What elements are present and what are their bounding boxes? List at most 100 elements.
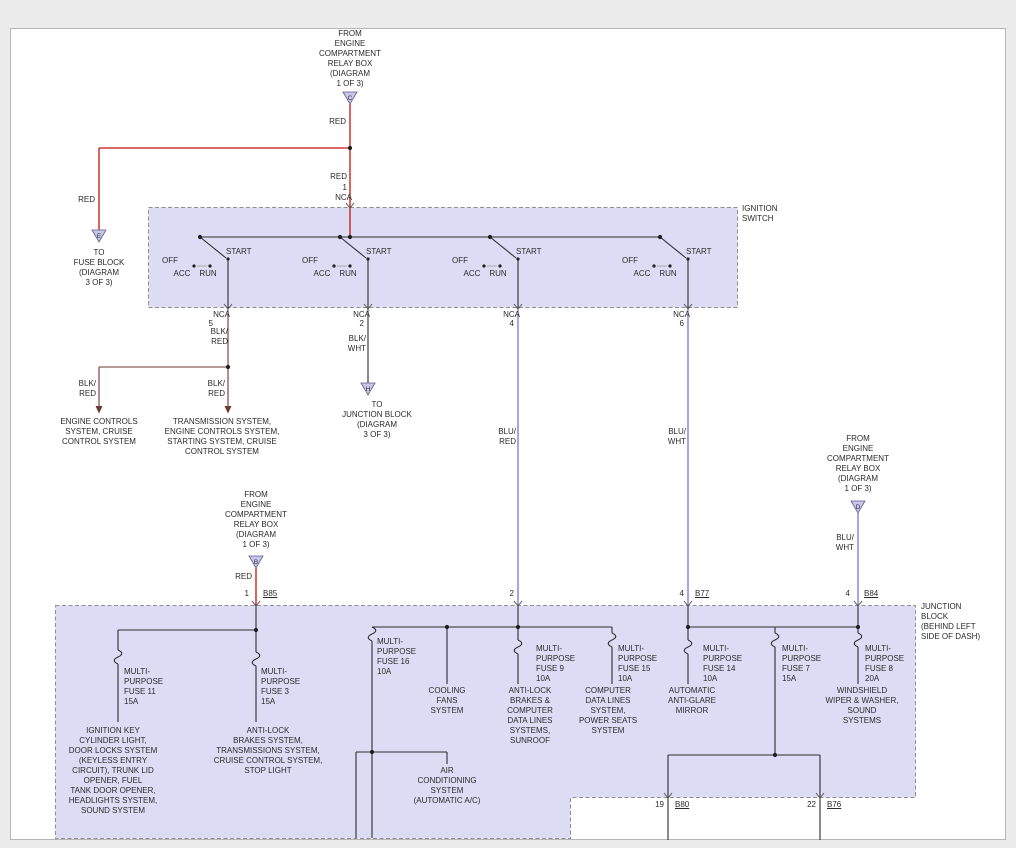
load-cooling-fans: COOLING FANS SYSTEM <box>428 686 466 715</box>
load-data-lines-seats: COMPUTER DATA LINES SYSTEM, POWER SEATS … <box>578 686 638 735</box>
load-air-conditioning: AIR CONDITIONING SYSTEM (AUTOMATIC A/C) <box>413 766 481 805</box>
fuse-15-label: MULTI- PURPOSE FUSE 15 10A <box>618 644 658 683</box>
exit-b76-pin: 22 <box>807 800 816 809</box>
dest-transmission: TRANSMISSION SYSTEM, ENGINE CONTROLS SYS… <box>164 417 280 456</box>
note-to-fuse-block: TO FUSE BLOCK (DIAGRAM 3 OF 3) <box>73 248 125 287</box>
fuse-9-label: MULTI- PURPOSE FUSE 9 10A <box>536 644 576 683</box>
blk-red-wires <box>98 308 229 406</box>
ignition-feed-nca: NCA <box>335 193 352 202</box>
triangle-letter-d: D <box>856 504 861 511</box>
switch4-acc-label: ACC <box>633 269 651 278</box>
entry-b84-connector: B84 <box>864 589 879 598</box>
load-abs-data-lines: ANTI-LOCK BRAKES & COMPUTER DATA LINES S… <box>507 686 553 745</box>
entry-b84-pin: 4 <box>845 589 850 598</box>
output2-nca: NCA <box>353 310 370 319</box>
fuse-8-label: MULTI- PURPOSE FUSE 8 20A <box>865 644 905 683</box>
fuse-7-symbol <box>770 632 780 648</box>
junction-block-wires <box>117 605 859 840</box>
split-right-wire-color: BLK/ RED <box>207 379 225 398</box>
wire-label-red-left-branch: RED <box>78 195 95 204</box>
exit-b76-connector: B76 <box>827 800 842 809</box>
entry-2-pin: 2 <box>509 589 514 598</box>
load-anti-glare-mirror: AUTOMATIC ANTI-GLARE MIRROR <box>667 686 717 715</box>
border-connector-chevrons <box>223 202 863 799</box>
switch1-acc-label: ACC <box>173 269 191 278</box>
fuse-7-label: MULTI- PURPOSE FUSE 7 15A <box>782 644 822 683</box>
wire-label-red-top: RED <box>329 117 346 126</box>
destination-arrowheads <box>95 406 232 414</box>
junction-block-box <box>55 605 916 839</box>
output1-wire-color: BLK/ RED <box>210 327 228 346</box>
fuse-9-symbol <box>513 639 523 655</box>
output2-pin: 2 <box>359 319 364 328</box>
fuse-16-symbol <box>367 626 377 642</box>
entry-b77-connector: B77 <box>695 589 710 598</box>
switch3-acc-label: ACC <box>463 269 481 278</box>
triangle-letter-h: H <box>366 386 371 393</box>
ignition-switch-wires <box>199 236 689 383</box>
output3-wire-color: BLU/ RED <box>498 427 516 446</box>
output4-wire-color: BLU/ WHT <box>667 427 686 446</box>
triangle-letter-c: C <box>348 95 353 102</box>
switch1-start-label: START <box>226 247 252 256</box>
red-wires <box>98 104 351 605</box>
switch3-run-label: RUN <box>489 269 507 278</box>
output3-nca: NCA <box>503 310 520 319</box>
switch1-run-label: RUN <box>199 269 217 278</box>
fuse-3-symbol <box>251 651 261 667</box>
load-wiper-washer: WINDSHIELD WIPER & WASHER, SOUND SYSTEMS <box>825 686 899 725</box>
ignition-switch-box <box>148 207 738 308</box>
switch3-off-label: OFF <box>452 256 468 265</box>
switch4-start-label: START <box>686 247 712 256</box>
fuse-symbols <box>113 626 863 667</box>
fuse-11-label: MULTI- PURPOSE FUSE 11 15A <box>124 667 164 706</box>
page-connector-triangles: C E H B D <box>91 91 866 569</box>
fuse-16-label: MULTI- PURPOSE FUSE 16 10A <box>377 637 417 676</box>
exit-b80-pin: 19 <box>655 800 664 809</box>
note-to-junction-block: TO JUNCTION BLOCK (DIAGRAM 3 OF 3) <box>342 400 412 439</box>
fuse-15-symbol <box>607 632 617 648</box>
switch-contact-dots <box>192 257 690 268</box>
exit-b80-connector: B80 <box>675 800 690 809</box>
triangle-letter-e: E <box>97 233 102 240</box>
entry-b85-pin: 1 <box>244 589 249 598</box>
fuse-14-symbol <box>683 639 693 655</box>
switch2-acc-label: ACC <box>313 269 331 278</box>
switch4-off-label: OFF <box>622 256 638 265</box>
fuse-3-label: MULTI- PURPOSE FUSE 3 15A <box>261 667 301 706</box>
switch3-start-label: START <box>516 247 542 256</box>
output4-nca: NCA <box>673 310 690 319</box>
ignition-feed-pin: 1 <box>342 183 347 192</box>
fuse-11-symbol <box>113 649 123 665</box>
note-from-relay-box-b: FROM ENGINE COMPARTMENT RELAY BOX (DIAGR… <box>225 490 287 549</box>
switch2-run-label: RUN <box>339 269 357 278</box>
output3-pin: 4 <box>509 319 514 328</box>
triangle-connector-b <box>248 555 264 569</box>
switch2-start-label: START <box>366 247 392 256</box>
triangle-connector-d <box>850 500 866 514</box>
wire-label-red-b: RED <box>235 572 252 581</box>
junction-block-title: JUNCTION BLOCK (BEHIND LEFT SIDE OF DASH… <box>921 602 981 641</box>
triangle-letter-b: B <box>254 559 258 566</box>
triangle-connector-e <box>91 229 107 243</box>
fuse-8-symbol <box>853 632 863 648</box>
wire-label-bluwht-d: BLU/ WHT <box>835 533 854 552</box>
switch2-off-label: OFF <box>302 256 318 265</box>
ignition-switch-title: IGNITION SWITCH <box>742 204 778 223</box>
entry-b85-connector: B85 <box>263 589 278 598</box>
wire-label-red-feed: RED <box>330 172 347 181</box>
note-from-relay-box-c: FROM ENGINE COMPARTMENT RELAY BOX (DIAGR… <box>319 29 381 88</box>
junction-dots <box>197 145 861 758</box>
load-abs-stop: ANTI-LOCK BRAKES SYSTEM, TRANSMISSIONS S… <box>213 726 323 775</box>
triangle-connector-c <box>342 91 358 105</box>
triangle-connector-h <box>360 382 376 396</box>
load-ignition-key: IGNITION KEY CYLINDER LIGHT, DOOR LOCKS … <box>68 726 158 815</box>
switch1-off-label: OFF <box>162 256 178 265</box>
entry-b77-pin: 4 <box>679 589 684 598</box>
note-from-relay-box-d: FROM ENGINE COMPARTMENT RELAY BOX (DIAGR… <box>827 434 889 493</box>
output2-wire-color: BLK/ WHT <box>347 334 366 353</box>
dest-engine-controls: ENGINE CONTROLS SYSTEM, CRUISE CONTROL S… <box>60 417 138 446</box>
split-left-wire-color: BLK/ RED <box>78 379 96 398</box>
